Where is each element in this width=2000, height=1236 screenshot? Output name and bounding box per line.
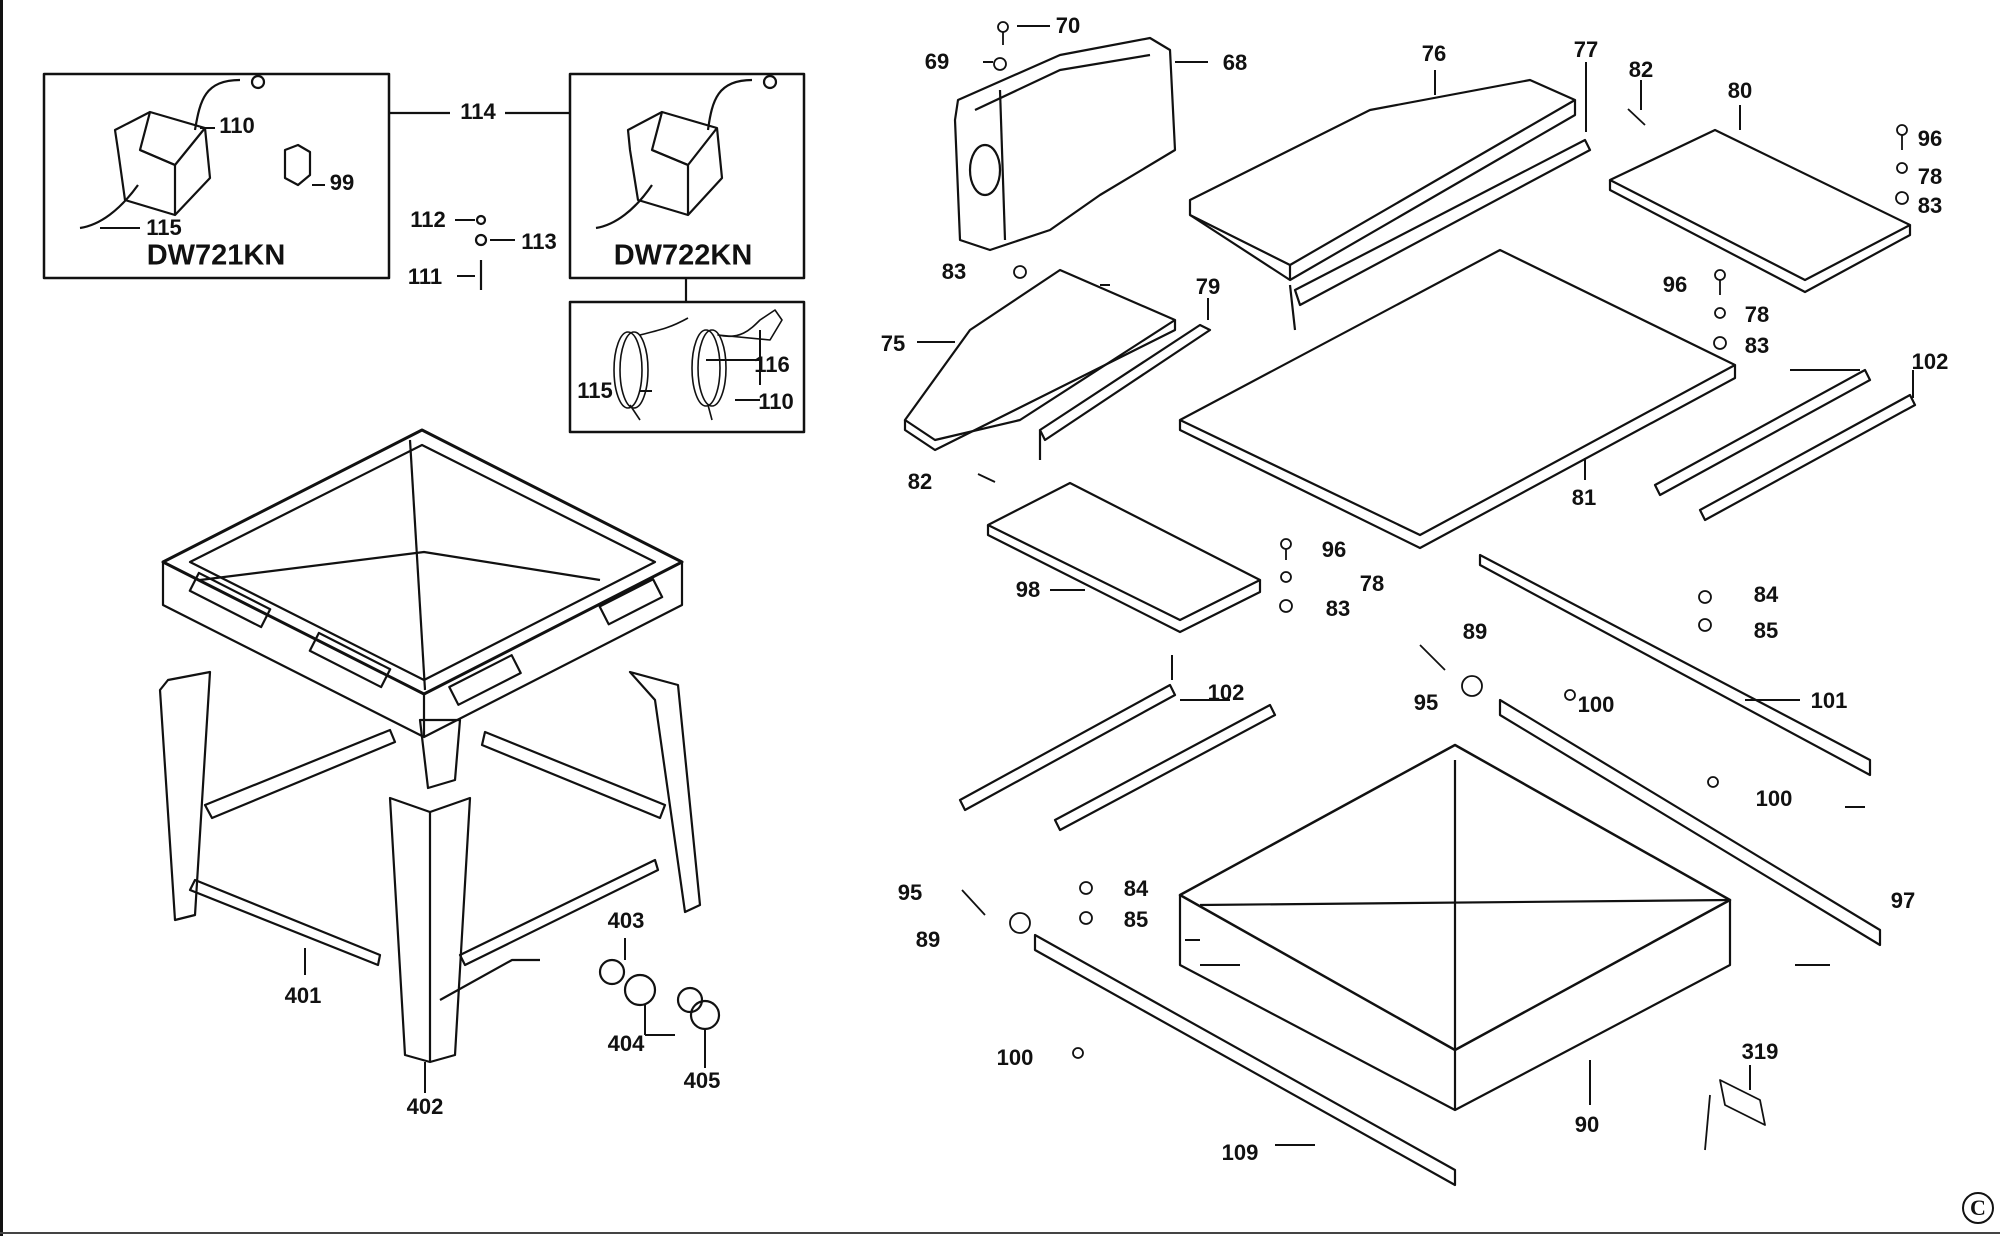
callout-85: 85 <box>1753 618 1779 643</box>
hardware-drawing <box>961 21 1909 1151</box>
table-98-drawing <box>986 481 1262 634</box>
callout-97: 97 <box>1890 888 1916 913</box>
legs-drawing <box>158 670 702 1064</box>
callout-401: 401 <box>284 983 322 1008</box>
cable-coils-drawing <box>613 309 783 421</box>
callout-100: 100 <box>1577 692 1615 717</box>
callout-116: 116 <box>754 352 790 377</box>
callout-83d: 83 <box>1325 596 1351 621</box>
callout-82b: 82 <box>907 469 933 494</box>
callout-79: 79 <box>1195 274 1221 299</box>
callout-404: 404 <box>607 1031 645 1056</box>
callout-115b: 115 <box>577 378 613 403</box>
callout-98: 98 <box>1015 577 1041 602</box>
rail-97-drawing <box>1498 698 1882 947</box>
callout-99: 99 <box>329 170 355 195</box>
callout-102b: 102 <box>1207 680 1245 705</box>
extension-table-75-drawing <box>903 268 1177 452</box>
callout-101: 101 <box>1810 688 1848 713</box>
model-label-dw722kn: DW722KN <box>613 239 753 272</box>
callout-84b: 84 <box>1123 876 1149 901</box>
callout-76: 76 <box>1421 41 1447 66</box>
callout-100b: 100 <box>1755 786 1793 811</box>
motor-dw721kn-drawing <box>79 74 312 230</box>
washer-113-drawing <box>474 233 488 247</box>
callout-102: 102 <box>1911 349 1949 374</box>
extension-table-76-drawing <box>1188 78 1577 282</box>
callout-68: 68 <box>1222 50 1248 75</box>
callout-96c: 96 <box>1321 537 1347 562</box>
callout-115: 115 <box>146 215 182 240</box>
model-label-dw721kn: DW721KN <box>146 239 286 272</box>
rails-102-lower-drawing <box>958 683 1277 832</box>
callout-84: 84 <box>1753 582 1779 607</box>
main-table-81-drawing <box>1178 248 1737 550</box>
stand-90-drawing <box>1178 743 1732 1112</box>
callout-83: 83 <box>1917 193 1943 218</box>
callout-100c: 100 <box>996 1045 1034 1070</box>
callout-403: 403 <box>607 908 645 933</box>
callout-80: 80 <box>1727 78 1753 103</box>
callout-70: 70 <box>1055 13 1081 38</box>
callout-112: 112 <box>410 207 446 232</box>
motor-dw722kn-drawing <box>595 74 778 230</box>
callout-96b: 96 <box>1662 272 1688 297</box>
callout-78b: 78 <box>1744 302 1770 327</box>
callout-85b: 85 <box>1123 907 1149 932</box>
callout-89: 89 <box>1462 619 1488 644</box>
callout-78: 78 <box>1917 164 1943 189</box>
callout-109: 109 <box>1221 1140 1259 1165</box>
callout-110b: 110 <box>758 389 794 414</box>
callout-111: 111 <box>407 264 443 289</box>
copyright-symbol: C <box>1962 1192 1994 1224</box>
stand-frame-drawing <box>161 428 684 739</box>
nut-112-drawing <box>475 214 487 226</box>
callout-75: 75 <box>880 331 906 356</box>
rail-79-drawing <box>1038 323 1212 460</box>
callout-405: 405 <box>683 1068 721 1093</box>
dust-chute-drawing <box>953 36 1177 252</box>
rails-102-upper-drawing <box>1653 368 1917 522</box>
callout-83b: 83 <box>941 259 967 284</box>
rail-109-drawing <box>1033 933 1457 1187</box>
foot-hardware-drawing <box>439 958 721 1031</box>
callout-114: 114 <box>460 99 496 124</box>
extension-table-80-drawing <box>1608 128 1912 294</box>
callout-81: 81 <box>1571 485 1597 510</box>
callout-69: 69 <box>924 49 950 74</box>
callout-89b: 89 <box>915 927 941 952</box>
callout-319: 319 <box>1741 1039 1779 1064</box>
callout-113: 113 <box>521 229 557 254</box>
callout-77: 77 <box>1573 37 1599 62</box>
box-dw721kn <box>42 72 391 280</box>
frame-border-left <box>0 0 3 1236</box>
callout-95b: 95 <box>897 880 923 905</box>
callout-78c: 78 <box>1359 571 1385 596</box>
callout-110: 110 <box>219 113 255 138</box>
rail-77-drawing <box>1288 138 1592 331</box>
callout-82: 82 <box>1628 57 1654 82</box>
rail-101-drawing <box>1478 553 1872 777</box>
leader-lines <box>100 25 1914 1146</box>
callout-90: 90 <box>1574 1112 1600 1137</box>
callout-402: 402 <box>406 1094 444 1119</box>
callout-95: 95 <box>1413 690 1439 715</box>
frame-border-bottom <box>0 1232 2000 1234</box>
callout-96: 96 <box>1917 126 1943 151</box>
callout-83c: 83 <box>1744 333 1770 358</box>
